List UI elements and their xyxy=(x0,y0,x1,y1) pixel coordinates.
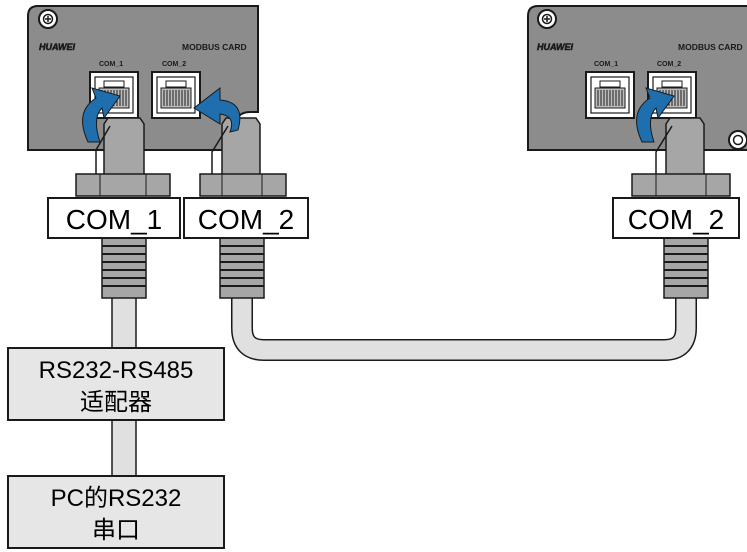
pc-rs232-port: PC的RS232 串口 xyxy=(7,475,225,549)
left-card-title: MODBUS CARD xyxy=(182,42,247,52)
connector-label-right-com2: COM_2 xyxy=(612,197,740,239)
connector-label-left-com1: COM_1 xyxy=(47,197,181,239)
right-card-brand: HUAWEI xyxy=(537,42,573,52)
left-card-com2-port xyxy=(151,71,201,119)
connector-label-left-com2: COM_2 xyxy=(183,197,309,239)
plug-left-com2 xyxy=(199,117,287,299)
right-card-lower-screw-icon xyxy=(728,130,747,150)
right-card-screw-icon xyxy=(537,9,557,29)
left-card-brand: HUAWEI xyxy=(39,42,75,52)
connector-label-left-com2-text: COM_2 xyxy=(198,204,294,235)
left-card-screw-icon xyxy=(38,9,58,29)
insert-arrow-left-com2-icon xyxy=(193,86,241,133)
left-card-port2-label: COM_2 xyxy=(162,61,186,68)
left-card-port1-label: COM_1 xyxy=(99,61,123,68)
right-card-title: MODBUS CARD xyxy=(678,42,743,52)
pc-port-line1: PC的RS232 xyxy=(51,485,182,512)
right-modbus-card: HUAWEI MODBUS CARD COM_1 COM_2 xyxy=(527,5,747,151)
right-card-com1-port xyxy=(585,71,635,119)
adapter-line1: RS232-RS485 xyxy=(39,357,194,384)
connector-label-left-com1-text: COM_1 xyxy=(66,204,162,235)
insert-arrow-right-com2-icon xyxy=(636,87,675,143)
right-card-port1-label: COM_1 xyxy=(594,61,618,68)
plug-right-com2 xyxy=(631,117,731,299)
rs232-rs485-adapter: RS232-RS485 适配器 xyxy=(7,347,225,421)
adapter-line2: 适配器 xyxy=(80,389,152,416)
connector-label-right-com2-text: COM_2 xyxy=(628,204,724,235)
pc-port-line2: 串口 xyxy=(92,517,140,544)
insert-arrow-left-com1-icon xyxy=(82,87,121,143)
cable-com1-to-adapter xyxy=(111,295,137,349)
right-card-port2-label: COM_2 xyxy=(657,61,681,68)
cable-adapter-to-pc xyxy=(111,419,137,477)
cable-com2-to-com2 xyxy=(231,296,697,361)
